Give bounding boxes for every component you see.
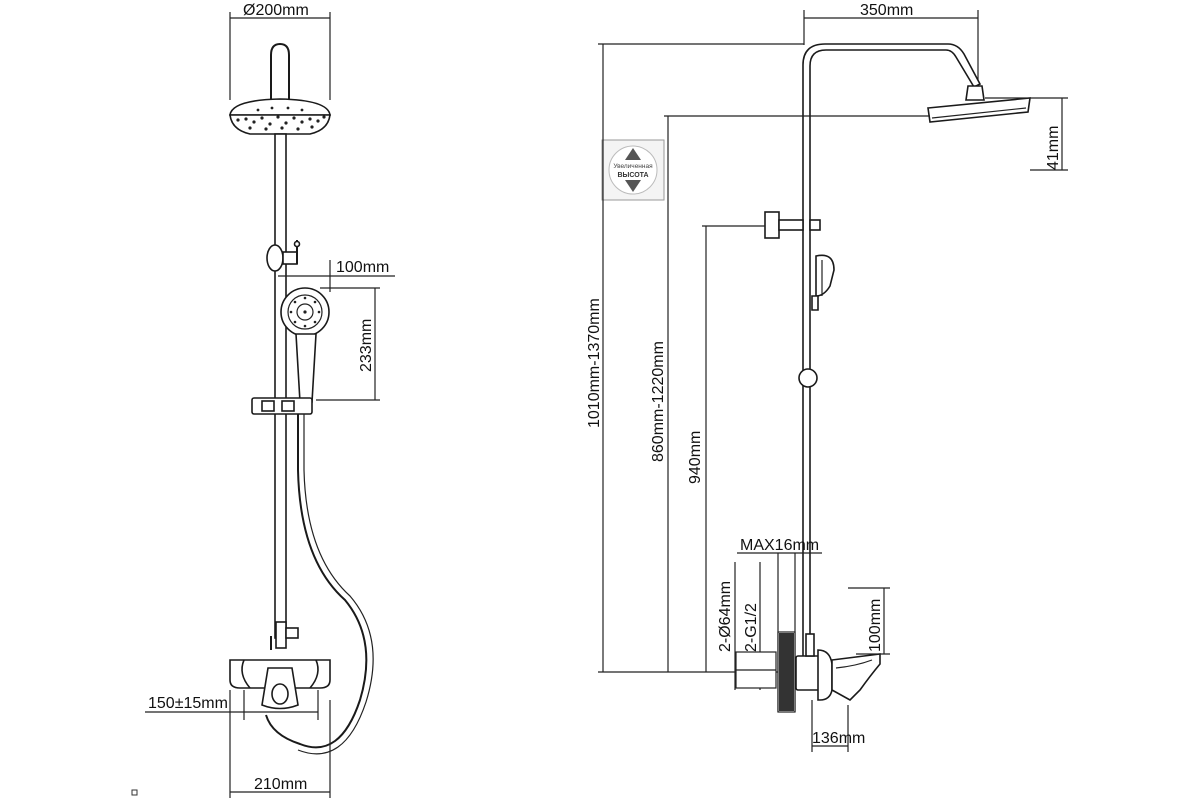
spout-height-label: 100mm: [867, 599, 884, 652]
wall-section: [735, 631, 796, 713]
diverter: [270, 621, 299, 650]
badge-line2: ВЫСОТА: [617, 172, 648, 179]
wall-max-label: MAX16mm: [740, 537, 819, 554]
rain-shower-head: [229, 98, 331, 135]
riser-pipe: [274, 133, 287, 639]
mixer-body: [229, 659, 331, 710]
hand-shower-height-label: 233mm: [358, 319, 375, 372]
riser-arm: [802, 43, 982, 661]
slide-bar-holder: [251, 397, 313, 415]
side-view: 350mm 41mm: [586, 2, 1068, 752]
spout-length-label: 136mm: [812, 730, 865, 747]
side-mixer: [795, 633, 881, 701]
side-hand-shower: [811, 254, 835, 311]
flange-label: 2-Ø64mm: [717, 581, 734, 652]
inlet-spacing-label: 150±15mm: [148, 695, 228, 712]
holder-height-label: 940mm: [687, 431, 704, 484]
arrow-up-icon: [625, 148, 641, 160]
head-diameter-label: Ø200mm: [243, 2, 309, 19]
badge-line1: Увеличенная: [613, 163, 653, 170]
hand-shower: [280, 287, 330, 403]
upper-holder: [266, 240, 301, 272]
front-view: Ø200mm: [131, 2, 395, 798]
thread-label: 2-G1/2: [743, 603, 760, 652]
mixer-width-label: 210mm: [254, 776, 307, 793]
total-height-label: 1010mm-1370mm: [586, 298, 603, 428]
head-thickness-label: 41mm: [1045, 126, 1062, 170]
head-height-label: 860mm-1220mm: [650, 341, 667, 462]
arm-length-label: 350mm: [860, 2, 913, 19]
arrow-down-icon: [625, 180, 641, 192]
hand-shower-width-label: 100mm: [336, 259, 389, 276]
side-upper-holder: [764, 211, 821, 239]
height-badge: Увеличенная ВЫСОТА: [601, 139, 665, 201]
shower-hose: [265, 414, 368, 749]
side-rain-head: [927, 85, 1031, 123]
slide-knob: [798, 368, 818, 388]
